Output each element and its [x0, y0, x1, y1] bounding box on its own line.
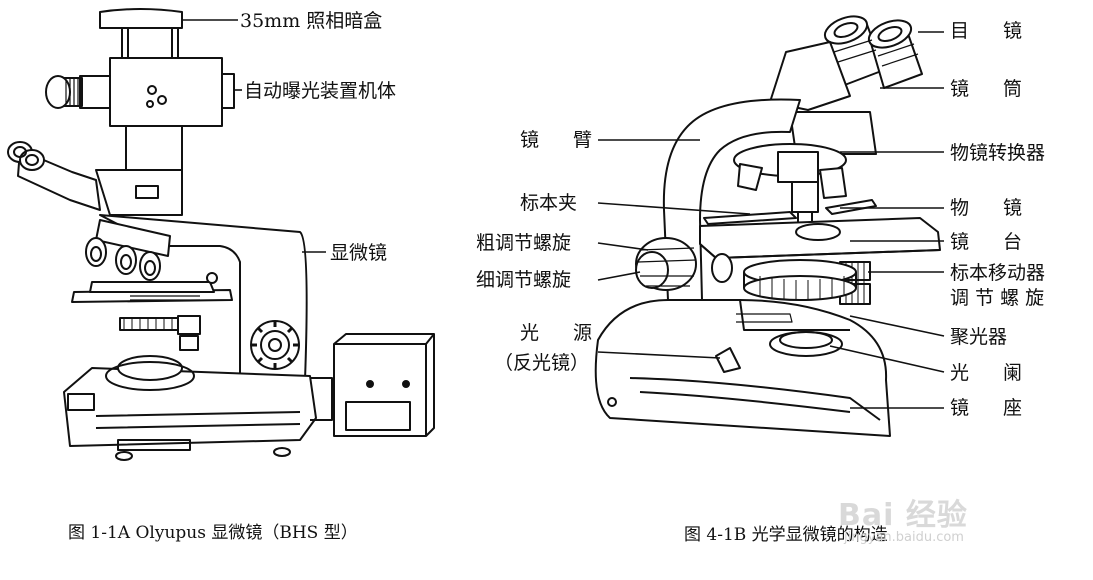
label-condenser: 聚光器	[950, 326, 1008, 348]
label-mover-1: 标本移动器	[950, 262, 1046, 284]
watermark-url: jingyan.baidu.com	[844, 530, 964, 545]
caption-a: 图 1-1A Olyupus 显微镜（BHS 型）	[68, 523, 358, 543]
label-light-source: 光 源	[520, 322, 607, 344]
microscope-b-drawing	[594, 15, 941, 437]
label-eyepiece: 目 镜	[950, 20, 1037, 42]
label-arm: 镜 臂	[520, 129, 607, 151]
label-stage: 镜 台	[950, 231, 1037, 253]
label-revolver: 物镜转换器	[950, 142, 1046, 164]
label-auto-exposure: 自动曝光装置机体	[244, 80, 397, 102]
label-mover-2: 调 节 螺 旋	[950, 287, 1045, 309]
label-base: 镜 座	[950, 397, 1037, 419]
label-camera-box: 35mm 照相暗盒	[240, 10, 383, 32]
leader-lines-b	[597, 31, 945, 409]
label-tube: 镜 筒	[950, 78, 1037, 100]
microscope-a-drawing	[7, 8, 435, 461]
label-mirror: （反光镜）	[494, 352, 590, 374]
label-diaphragm: 光 阑	[950, 362, 1037, 384]
leader-lines-a	[182, 19, 326, 253]
label-fine: 细调节螺旋	[476, 269, 572, 291]
label-clip: 标本夹	[520, 192, 578, 214]
label-objective: 物 镜	[950, 197, 1037, 219]
label-microscope: 显微镜	[330, 242, 388, 264]
caption-b: 图 4-1B 光学显微镜的构造	[684, 525, 888, 545]
watermark-logo: Bai 经验	[838, 498, 968, 533]
label-coarse: 粗调节螺旋	[476, 232, 572, 254]
